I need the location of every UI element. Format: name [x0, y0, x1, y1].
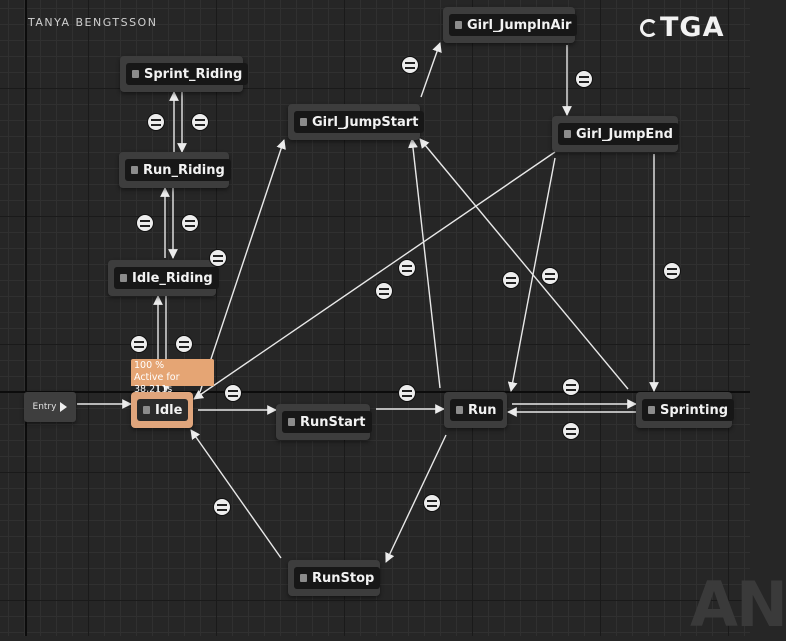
entry-label: Entry: [32, 402, 57, 412]
state-idle-riding[interactable]: Idle_Riding: [108, 260, 219, 296]
origin-axis-horizontal: [0, 391, 750, 393]
state-node-icon: [455, 21, 462, 29]
play-icon: [60, 402, 68, 412]
state-node-icon: [120, 274, 127, 282]
transition-rule-icon[interactable]: [398, 384, 416, 402]
state-label: Idle: [155, 402, 183, 418]
state-sprinting[interactable]: Sprinting: [636, 392, 735, 428]
wire-jumpend-idle: [193, 151, 556, 400]
wire-run-runstop: [385, 434, 447, 563]
state-run-riding[interactable]: Run_Riding: [119, 152, 231, 188]
state-label: Girl_JumpStart: [312, 114, 419, 130]
transition-rule-icon[interactable]: [191, 113, 209, 131]
transition-rule-icon[interactable]: [130, 335, 148, 353]
active-percent: 100 %: [134, 360, 165, 371]
state-label: Girl_JumpInAir: [467, 17, 572, 33]
entry-node[interactable]: Entry: [24, 392, 76, 422]
wire-jumpstart-jumpinair: [420, 42, 442, 98]
state-label: Run_Riding: [143, 162, 225, 178]
state-run[interactable]: Run: [444, 392, 507, 428]
transition-rule-icon[interactable]: [575, 70, 593, 88]
state-node-icon: [288, 418, 295, 426]
tga-logo-icon: [640, 18, 658, 37]
author-name: TANYA BENGTSSON: [28, 16, 158, 29]
state-node-icon: [648, 406, 655, 414]
transition-rule-icon[interactable]: [562, 378, 580, 396]
state-node-icon: [143, 406, 150, 414]
state-node-icon: [564, 130, 571, 138]
active-state-badge: 100 % Active for 38,211s: [131, 359, 214, 395]
state-label: Run: [468, 402, 497, 418]
state-girl-jumpend[interactable]: Girl_JumpEnd: [552, 116, 679, 152]
transition-rule-icon[interactable]: [213, 498, 231, 516]
active-duration: Active for 38,211s: [134, 372, 180, 395]
state-label: RunStart: [300, 414, 366, 430]
origin-axis-vertical: [25, 0, 27, 636]
transition-rule-icon[interactable]: [663, 262, 681, 280]
transition-rule-icon[interactable]: [562, 422, 580, 440]
state-runstart[interactable]: RunStart: [276, 404, 372, 440]
transition-rule-icon[interactable]: [209, 249, 227, 267]
state-node-icon: [300, 118, 307, 126]
state-label: Sprinting: [660, 402, 729, 418]
state-sprint-riding[interactable]: Sprint_Riding: [120, 56, 249, 92]
transition-rule-icon[interactable]: [398, 259, 416, 277]
transition-rule-icon[interactable]: [224, 384, 242, 402]
state-label: Sprint_Riding: [144, 66, 243, 82]
transition-rule-icon[interactable]: [136, 214, 154, 232]
state-label: Girl_JumpEnd: [576, 126, 673, 142]
transition-rule-icon[interactable]: [541, 267, 559, 285]
state-idle[interactable]: Idle: [131, 392, 193, 428]
state-label: RunStop: [312, 570, 375, 586]
transition-rule-icon[interactable]: [181, 214, 199, 232]
state-node-icon: [132, 70, 139, 78]
state-girl-jumpstart[interactable]: Girl_JumpStart: [288, 104, 425, 140]
transition-rule-icon[interactable]: [175, 335, 193, 353]
transition-rule-icon[interactable]: [401, 56, 419, 74]
state-girl-jumpinair[interactable]: Girl_JumpInAir: [443, 7, 578, 43]
state-node-icon: [300, 574, 307, 582]
transition-rule-icon[interactable]: [423, 494, 441, 512]
wire-idle-girljumpstart: [199, 139, 286, 393]
state-node-icon: [456, 406, 463, 414]
wire-sprinting-jumpstart: [419, 138, 629, 390]
transition-rule-icon[interactable]: [147, 113, 165, 131]
logo-text: TGA: [660, 12, 725, 43]
state-node-icon: [131, 166, 138, 174]
watermark-text: AN: [690, 568, 786, 641]
transition-rule-icon[interactable]: [502, 271, 520, 289]
state-label: Idle_Riding: [132, 270, 213, 286]
state-runstop[interactable]: RunStop: [288, 560, 381, 596]
transition-wires: [77, 42, 659, 563]
wire-runstop-idle: [190, 429, 282, 559]
wire-run-jumpstart: [408, 138, 441, 389]
tga-logo: TGA: [640, 12, 724, 43]
transition-rule-icon[interactable]: [375, 282, 393, 300]
